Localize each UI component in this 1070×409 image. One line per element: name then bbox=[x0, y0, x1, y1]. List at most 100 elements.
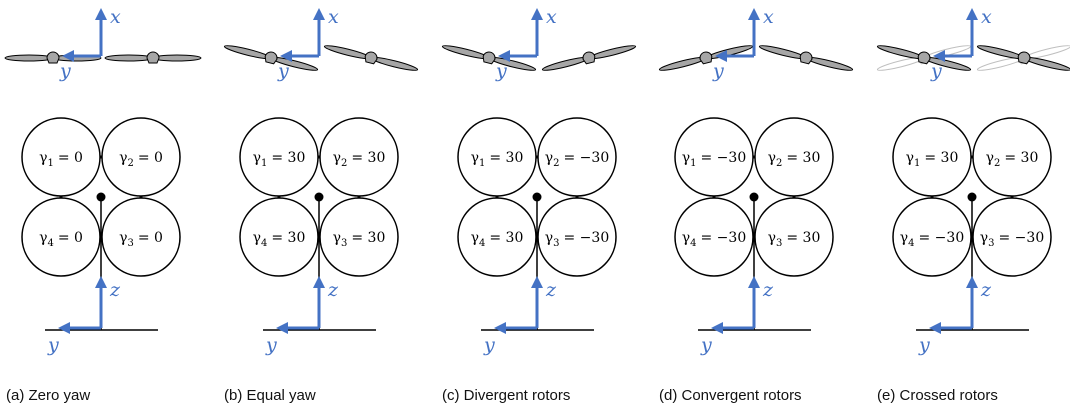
yaw-symbol: γ bbox=[119, 150, 127, 166]
yaw-subscript: 3 bbox=[988, 238, 994, 249]
yaw-symbol: γ bbox=[333, 150, 341, 166]
yaw-symbol: γ bbox=[119, 230, 127, 246]
z-axis-label: z bbox=[980, 279, 992, 301]
x-axis-label: x bbox=[763, 6, 774, 28]
yaw-subscript: 1 bbox=[47, 158, 53, 169]
rotor-disc bbox=[101, 197, 181, 277]
yaw-value: = 30 bbox=[351, 150, 385, 166]
y-axis-label: y bbox=[918, 334, 930, 356]
propeller-right bbox=[323, 45, 419, 71]
propeller-blade bbox=[152, 54, 202, 62]
rotor-disc bbox=[754, 197, 834, 277]
y-axis-label: y bbox=[495, 60, 507, 82]
yaw-value: = 0 bbox=[58, 230, 83, 246]
propeller-blade bbox=[104, 54, 154, 62]
propeller-left bbox=[441, 45, 537, 71]
y-axis-label: y bbox=[47, 334, 59, 356]
rotor-yaw-label: γ2= 30 bbox=[986, 150, 1039, 169]
propeller-blade bbox=[976, 45, 1025, 60]
propeller-hub bbox=[799, 51, 813, 65]
yaw-value: = 30 bbox=[351, 230, 385, 246]
rotor-yaw-label: γ3 = −30 bbox=[980, 230, 1044, 249]
yaw-value: = −30 bbox=[564, 230, 610, 246]
mast-top-dot bbox=[96, 192, 106, 202]
propeller-blade bbox=[588, 45, 637, 60]
yaw-value: = 0 bbox=[138, 150, 163, 166]
rotor-disc bbox=[674, 197, 754, 277]
rotor-disc bbox=[972, 197, 1052, 277]
rotor-yaw-label: γ2 = 0 bbox=[119, 150, 163, 169]
propeller-hub bbox=[917, 51, 931, 65]
yaw-symbol: γ bbox=[333, 230, 341, 246]
yaw-symbol: γ bbox=[682, 230, 690, 246]
rotor-yaw-label: γ3= 30 bbox=[768, 230, 821, 249]
mast-top-dot bbox=[532, 192, 542, 202]
propeller-right bbox=[104, 51, 202, 64]
rotor-disc bbox=[21, 117, 101, 197]
panel-caption: (d) Convergent rotors bbox=[659, 387, 802, 404]
rotor-yaw-label: γ3= 30 bbox=[333, 230, 386, 249]
propeller-hub bbox=[482, 51, 496, 65]
y-axis-label: y bbox=[483, 334, 495, 356]
yaw-symbol: γ bbox=[900, 230, 908, 246]
yaw-symbol: γ bbox=[253, 230, 261, 246]
propeller-right bbox=[758, 45, 854, 71]
yaw-value: = 30 bbox=[924, 150, 958, 166]
propeller-hub bbox=[264, 51, 278, 65]
rotor-disc bbox=[457, 197, 537, 277]
rotor-yaw-label: γ4= 30 bbox=[471, 230, 524, 249]
z-axis-label: z bbox=[545, 279, 557, 301]
propeller-left bbox=[658, 45, 754, 71]
propeller-hub bbox=[364, 51, 378, 65]
yaw-subscript: 1 bbox=[690, 158, 696, 169]
panel-caption: (e) Crossed rotors bbox=[877, 387, 998, 404]
rotor-disc bbox=[892, 117, 972, 197]
yaw-subscript: 1 bbox=[914, 158, 920, 169]
rotor-yaw-label: γ1= −30 bbox=[682, 150, 746, 169]
propeller-hub bbox=[1017, 51, 1031, 65]
yaw-symbol: γ bbox=[906, 150, 914, 166]
yaw-symbol: γ bbox=[768, 230, 776, 246]
yaw-value: = 30 bbox=[786, 150, 820, 166]
yaw-subscript: 3 bbox=[127, 238, 133, 249]
yaw-symbol: γ bbox=[39, 150, 47, 166]
rotor-disc bbox=[239, 197, 319, 277]
propeller-hub bbox=[146, 51, 160, 64]
yaw-value: = 30 bbox=[271, 150, 305, 166]
yaw-value: = −30 bbox=[919, 230, 965, 246]
yaw-subscript: 4 bbox=[479, 238, 485, 249]
propeller-blade bbox=[441, 45, 490, 60]
yaw-subscript: 1 bbox=[261, 158, 267, 169]
yaw-subscript: 3 bbox=[553, 238, 559, 249]
yaw-subscript: 4 bbox=[908, 238, 914, 249]
yaw-symbol: γ bbox=[682, 150, 690, 166]
yaw-subscript: 4 bbox=[47, 238, 53, 249]
mast-top-dot bbox=[967, 192, 977, 202]
z-axis-label: z bbox=[109, 279, 121, 301]
yaw-value: = 30 bbox=[786, 230, 820, 246]
rotor-yaw-label: γ1= 30 bbox=[471, 150, 524, 169]
rotor-disc bbox=[457, 117, 537, 197]
rotor-yaw-label: γ3 = −30 bbox=[545, 230, 609, 249]
rotor-disc bbox=[319, 197, 399, 277]
yaw-subscript: 2 bbox=[127, 158, 133, 169]
yaw-value: = 30 bbox=[271, 230, 305, 246]
rotor-disc bbox=[537, 117, 617, 197]
yaw-symbol: γ bbox=[39, 230, 47, 246]
rotor-yaw-label: γ2= 30 bbox=[768, 150, 821, 169]
y-axis-label: y bbox=[712, 60, 724, 82]
x-axis-label: x bbox=[110, 6, 121, 28]
propeller-hub bbox=[582, 51, 596, 65]
yaw-symbol: γ bbox=[980, 230, 988, 246]
yaw-symbol: γ bbox=[768, 150, 776, 166]
rotor-yaw-label: γ4= −30 bbox=[682, 230, 746, 249]
yaw-value: = −30 bbox=[999, 230, 1045, 246]
yaw-value: = 30 bbox=[489, 230, 523, 246]
yaw-symbol: γ bbox=[471, 150, 479, 166]
yaw-symbol: γ bbox=[986, 150, 994, 166]
yaw-symbol: γ bbox=[545, 230, 553, 246]
x-axis-label: x bbox=[328, 6, 339, 28]
